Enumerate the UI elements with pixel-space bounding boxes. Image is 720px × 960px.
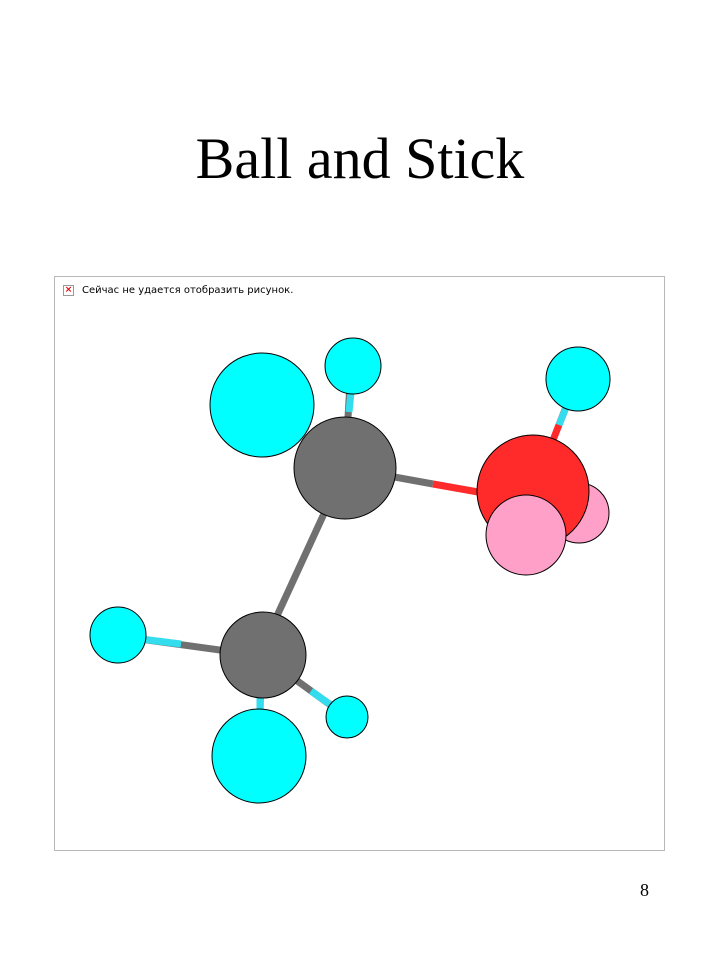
broken-image-notice: × Сейчас не удается отобразить рисунок.: [63, 285, 293, 296]
atom-hydrogen-left: [89, 606, 147, 664]
atom-carbon-upper: [293, 416, 397, 520]
atom-hydrogen-big-upper: [209, 352, 315, 458]
atom-hydrogen-pink-front: [485, 494, 567, 576]
atom-hydrogen-small: [325, 695, 369, 739]
bond-c2-h-left-cyan: [140, 635, 182, 648]
molecule-model: [89, 337, 611, 804]
broken-image-x-icon: ×: [63, 285, 74, 296]
bond-c1-h-top-cyan: [345, 391, 355, 413]
atom-hydrogen-top: [324, 337, 382, 395]
slide-title: Ball and Stick: [195, 126, 525, 191]
figure-frame: × Сейчас не удается отобразить рисунок.: [54, 276, 665, 851]
atom-hydrogen-big-lower: [211, 708, 307, 804]
bond-c2-h-small-cyan: [308, 688, 334, 708]
atom-hydrogen-right: [545, 346, 611, 412]
broken-image-text: Сейчас не удается отобразить рисунок.: [82, 285, 294, 296]
page-number: 8: [640, 880, 649, 900]
atom-carbon-lower: [219, 611, 307, 699]
